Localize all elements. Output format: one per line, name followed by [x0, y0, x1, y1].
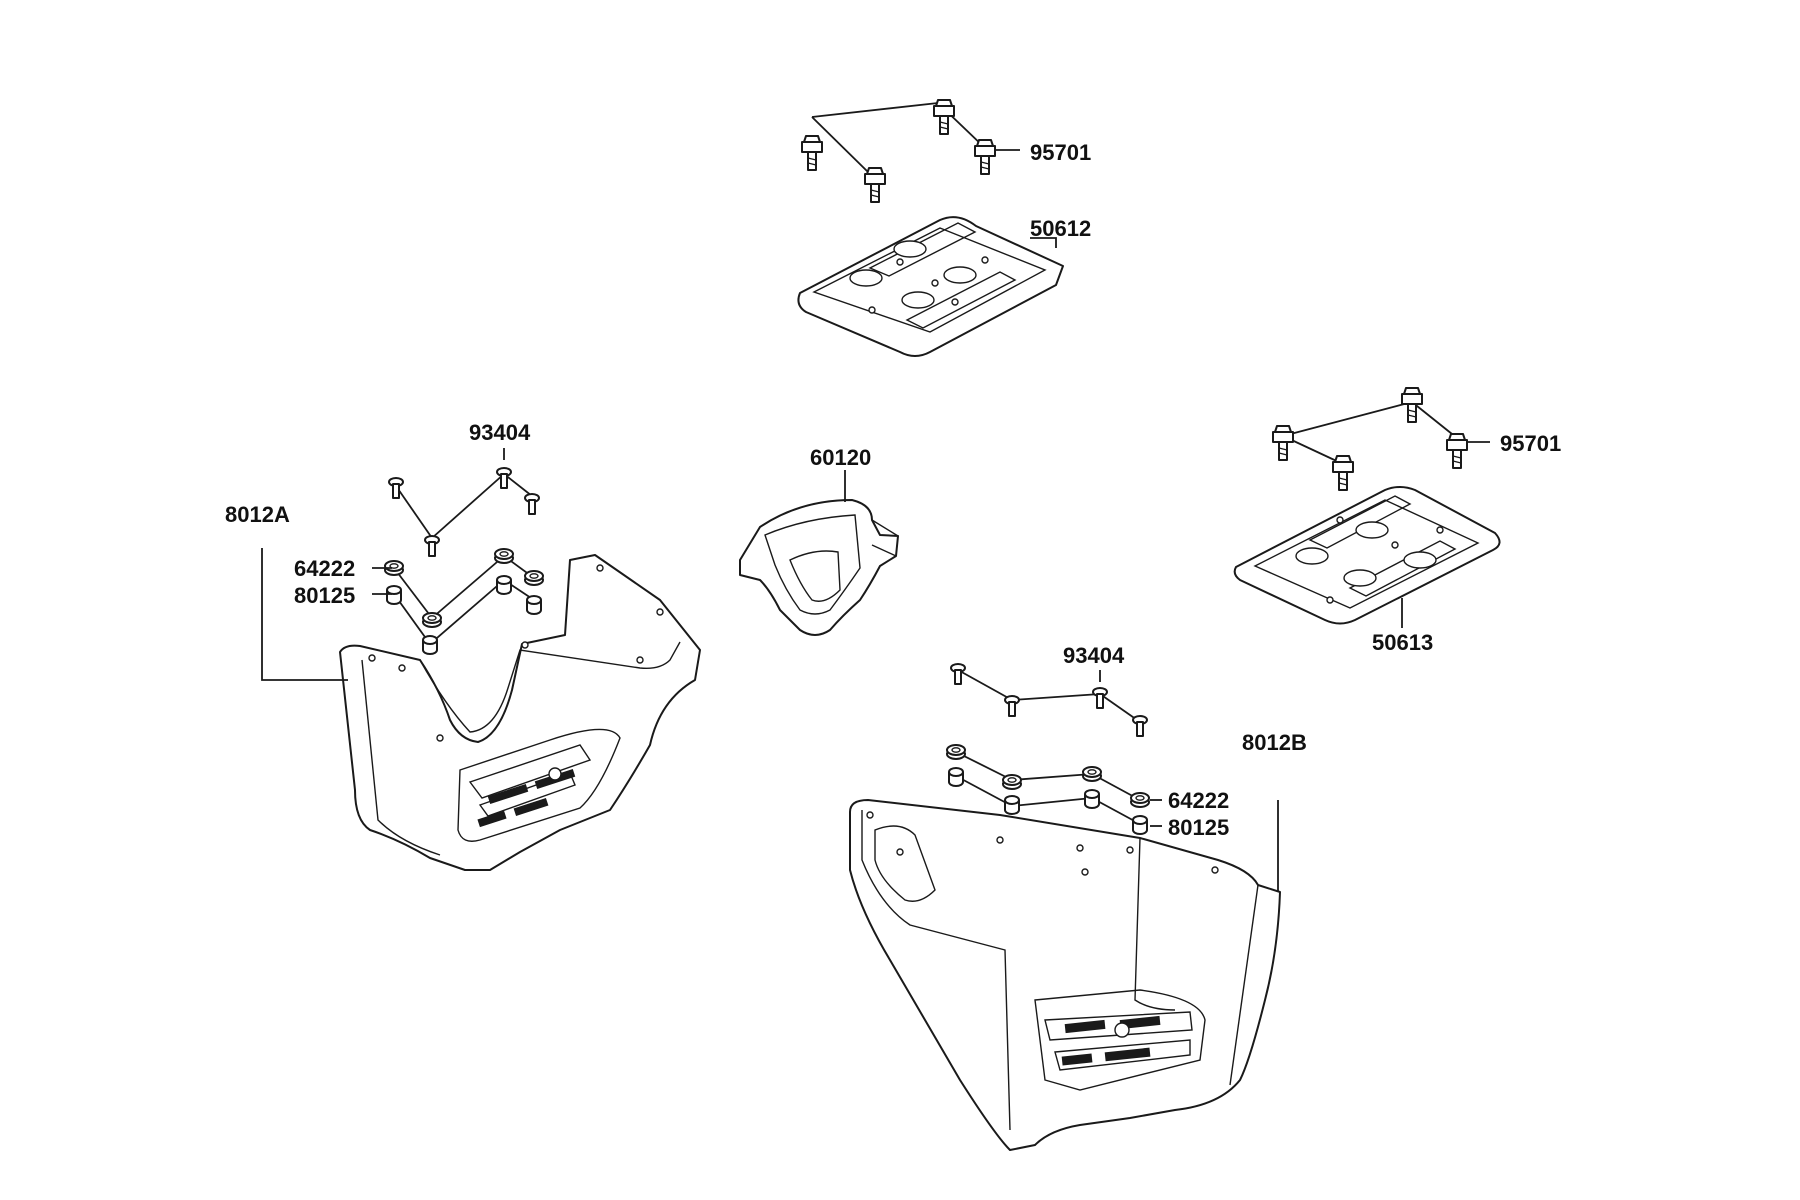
label-grommets-right: 80125 [1168, 815, 1229, 840]
footrest-right [849, 799, 1281, 1151]
label-plate-top: 50612 [1030, 216, 1091, 241]
bolt-icon [864, 167, 886, 203]
bolt-icon [1401, 387, 1423, 423]
screw-icon [950, 663, 966, 685]
bolt-group-right [1272, 387, 1490, 491]
footrest-left [339, 554, 701, 871]
nut-icon [1082, 766, 1102, 782]
nut-icon [1002, 774, 1022, 790]
screw-group-right [950, 663, 1148, 737]
nut-icon [422, 612, 442, 628]
nut-icon [524, 570, 544, 586]
fastener-group-left [384, 548, 544, 655]
grommet-icon [526, 595, 542, 615]
label-nuts-left: 64222 [294, 556, 355, 581]
nut-icon [946, 744, 966, 760]
screw-icon [424, 535, 440, 557]
label-plate-right: 50613 [1372, 630, 1433, 655]
nut-icon [494, 548, 514, 564]
carrier-plate-top [797, 216, 1064, 357]
grommet-icon [1004, 795, 1020, 815]
bolt-icon [1272, 425, 1294, 461]
screw-icon [1132, 715, 1148, 737]
label-nuts-right: 64222 [1168, 788, 1229, 813]
grommet-icon [422, 635, 438, 655]
nut-icon [1130, 792, 1150, 808]
label-grommets-left: 80125 [294, 583, 355, 608]
label-center-bracket: 60120 [810, 445, 871, 470]
bolt-icon [1332, 455, 1354, 491]
label-footrest-right: 8012B [1242, 730, 1307, 755]
grommet-icon [1084, 789, 1100, 809]
grommet-icon [496, 575, 512, 595]
bolt-icon [974, 139, 996, 175]
bolt-icon [933, 99, 955, 135]
grommet-icon [1132, 815, 1148, 835]
bolt-group-top [801, 99, 1020, 203]
label-footrest-left: 8012A [225, 502, 290, 527]
center-bracket [739, 499, 899, 636]
screw-icon [1004, 695, 1020, 717]
label-bolts-right: 95701 [1500, 431, 1561, 456]
screw-icon [524, 493, 540, 515]
carrier-plate-right [1233, 486, 1501, 625]
label-screws-right: 93404 [1063, 643, 1125, 668]
fastener-group-right [946, 744, 1150, 835]
screw-group-left [388, 448, 540, 557]
screw-icon [388, 477, 404, 499]
label-screws-left: 93404 [469, 420, 531, 445]
grommet-icon [948, 767, 964, 787]
bolt-icon [1446, 433, 1468, 469]
label-bolts-top: 95701 [1030, 140, 1091, 165]
grommet-icon [386, 585, 402, 605]
bolt-icon [801, 135, 823, 171]
